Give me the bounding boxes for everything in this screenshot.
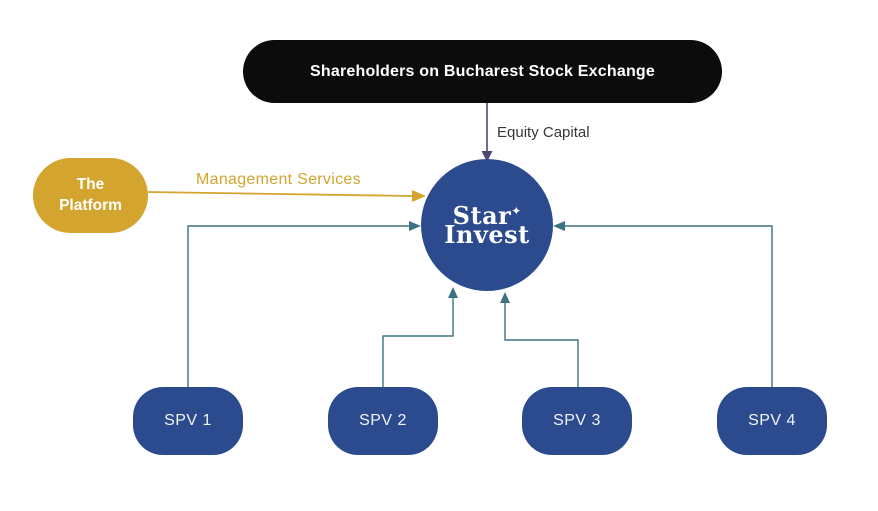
equity-capital-label: Equity Capital [497, 124, 590, 141]
spv2-label: SPV 2 [359, 412, 407, 429]
spv3-pill: SPV 3 [522, 387, 632, 455]
management-services-arrowhead [412, 190, 426, 202]
logo-word-invest: Invest [444, 220, 530, 249]
spv2-hub-line [382, 298, 454, 387]
spv2-hub-arrowhead [448, 287, 458, 298]
spv4-pill: SPV 4 [717, 387, 827, 455]
platform-label-line2: Platform [59, 196, 122, 214]
spv3-hub-line [504, 303, 579, 387]
hub-circle: Star✦ Invest [421, 159, 553, 291]
spv1-label: SPV 1 [164, 412, 212, 429]
equity-capital-arrowhead [481, 151, 493, 162]
management-services-label: Management Services [196, 171, 361, 188]
spv1-pill: SPV 1 [133, 387, 243, 455]
logo-word-star: Star [452, 200, 512, 230]
spv3-label: SPV 3 [553, 412, 601, 429]
spv4-hub-arrowhead [553, 221, 565, 231]
management-services-line [147, 191, 413, 197]
shareholders-pill: Shareholders on Bucharest Stock Exchange [243, 40, 722, 103]
spv1-hub-arrowhead [409, 221, 421, 231]
platform-label-line1: The [76, 176, 105, 194]
platform-pill: The Platform [33, 158, 148, 233]
platform-label: The Platform [59, 175, 122, 215]
logo-line-top: Star✦ [453, 201, 522, 230]
star-invest-logo: Star✦ Invest [444, 203, 530, 246]
spv3-hub-arrowhead [500, 292, 510, 303]
sparkle-star-icon: ✦ [511, 203, 522, 218]
spv1-hub-line [187, 225, 409, 387]
spv2-pill: SPV 2 [328, 387, 438, 455]
shareholders-label: Shareholders on Bucharest Stock Exchange [310, 62, 655, 80]
spv4-hub-line [565, 225, 773, 387]
spv4-label: SPV 4 [748, 412, 796, 429]
